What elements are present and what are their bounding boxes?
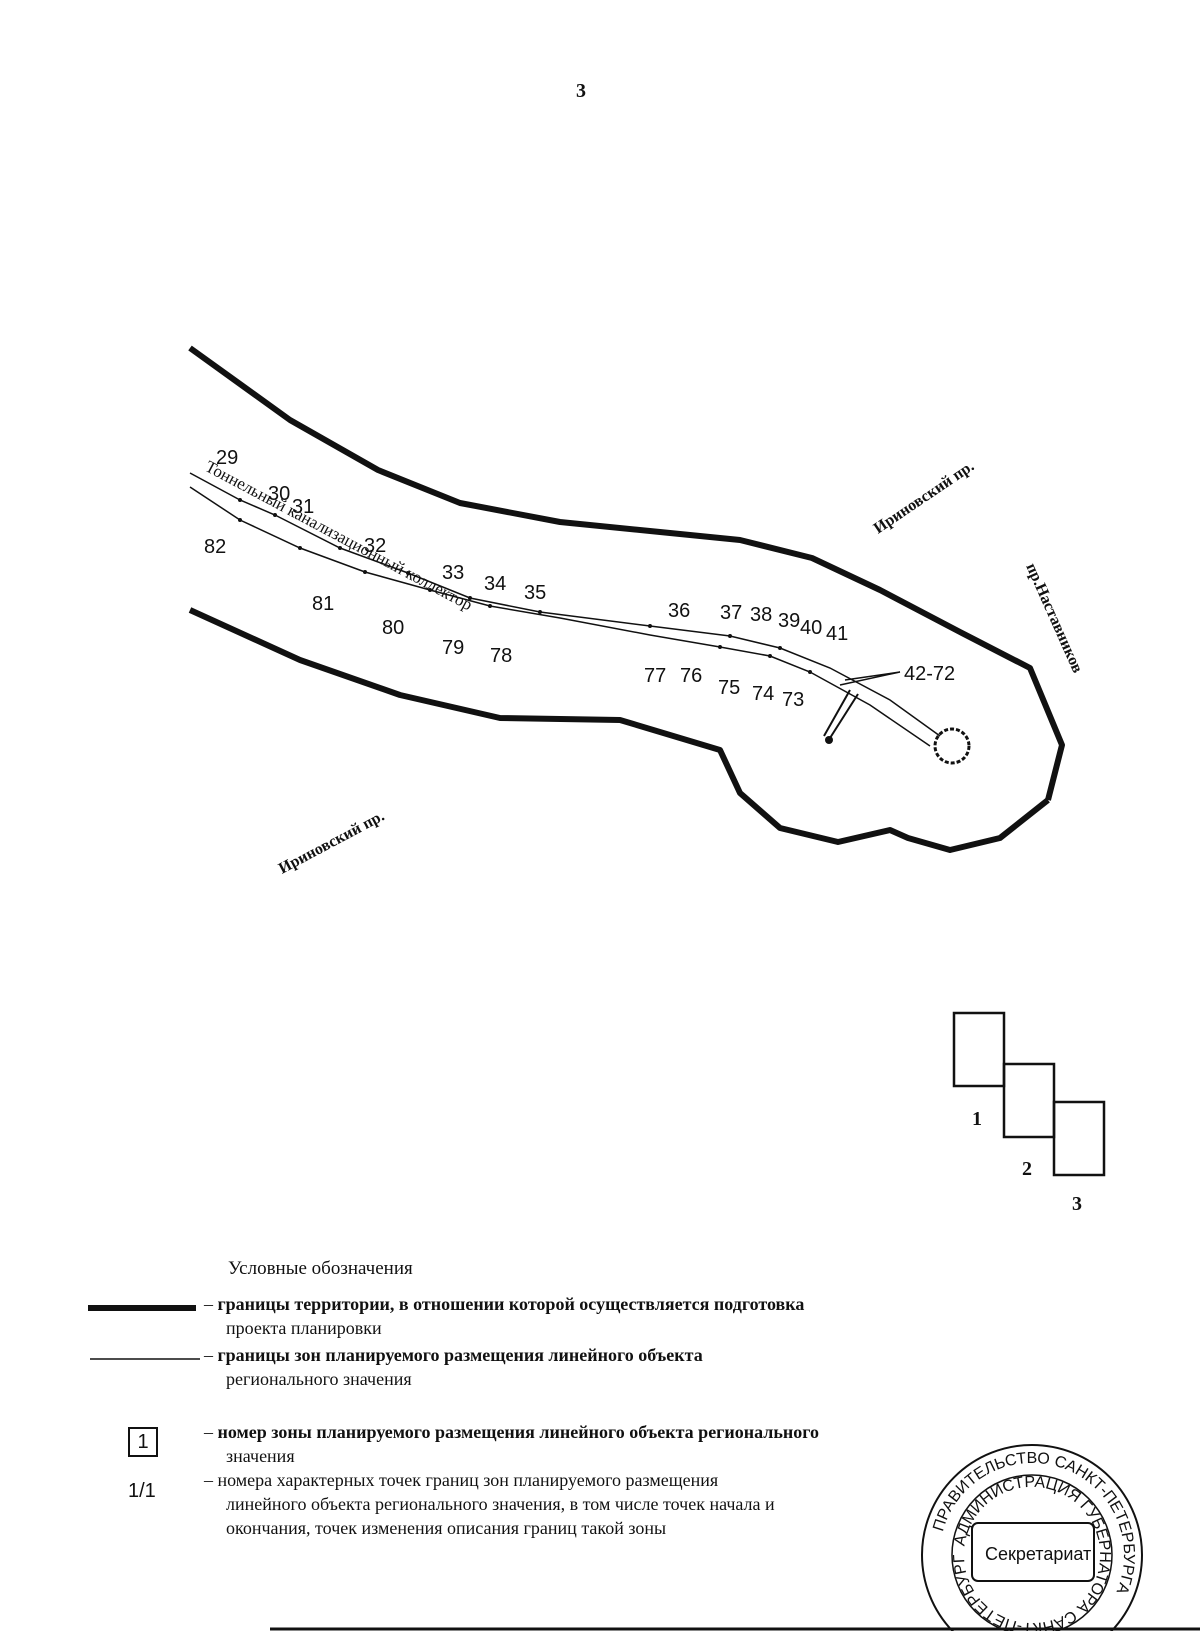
point-74: 74 (752, 683, 774, 705)
legend-item-text-cont: регионального значения (226, 1369, 412, 1389)
point-33: 33 (442, 562, 464, 584)
legend-item-text: границы территории, в отношении которой … (217, 1294, 805, 1314)
point-32: 32 (364, 535, 386, 557)
point-37: 37 (720, 602, 742, 624)
legend-item-text-cont: проекта планировки (226, 1318, 382, 1338)
terminal-circle (933, 727, 971, 765)
branch-end-point (825, 736, 833, 744)
legend-dash: – (204, 1422, 213, 1442)
point-82: 82 (204, 536, 226, 558)
boundary-vertices (238, 498, 812, 674)
street-irinovsky-bottom: Ириновский пр. (276, 808, 387, 878)
point-76: 76 (680, 665, 702, 687)
point-41: 41 (826, 623, 848, 645)
point-39: 39 (778, 610, 800, 632)
point-36: 36 (668, 600, 690, 622)
collector-label: Тоннельный канализационный коллектор (202, 457, 476, 614)
point-81: 81 (312, 593, 334, 615)
street-irinovsky-top: Ириновский пр. (871, 458, 978, 538)
point-31: 31 (292, 496, 314, 518)
page-number: 3 (576, 80, 586, 102)
sheet-index: 1 2 3 (952, 1011, 1106, 1215)
legend-item-text-cont2: окончания, точек изменения описания гран… (226, 1518, 667, 1538)
seal-center-text: Секретариат (985, 1544, 1091, 1564)
point-29: 29 (216, 447, 238, 469)
leader-42-72 (839, 671, 901, 686)
territory-boundary-lower (188, 607, 1050, 853)
point-38: 38 (750, 604, 772, 626)
zone-branch (823, 689, 859, 739)
legend-item-text: номера характерных точек границ зон план… (217, 1470, 719, 1490)
sheet-index-1: 1 (972, 1108, 982, 1130)
legend-title: Условные обозначения (228, 1258, 413, 1279)
legend-item-text-cont: линейного объекта регионального значения… (226, 1494, 775, 1514)
legend-zone-number-symbol: 1 (128, 1427, 158, 1457)
territory-boundary-upper (188, 345, 1065, 801)
legend-dash: – (204, 1470, 213, 1490)
point-78: 78 (490, 645, 512, 667)
point-34: 34 (484, 573, 506, 595)
street-nastavnikov: пр.Наставников (1022, 561, 1086, 676)
legend-dash: – (204, 1294, 213, 1314)
sheet-index-2: 2 (1022, 1158, 1032, 1180)
sheet-index-3: 3 (1072, 1193, 1082, 1215)
legend-item-text: границы зон планируемого размещения лине… (217, 1345, 703, 1365)
point-73: 73 (782, 689, 804, 711)
legend-dash: – (204, 1345, 213, 1365)
point-77: 77 (644, 665, 666, 687)
point-30: 30 (268, 483, 290, 505)
legend-point-number-symbol: 1/1 (128, 1480, 156, 1502)
point-79: 79 (442, 637, 464, 659)
legend-item-text: номер зоны планируемого размещения линей… (217, 1422, 819, 1442)
point-35: 35 (524, 582, 546, 604)
point-42-72: 42-72 (904, 663, 955, 685)
point-75: 75 (718, 677, 740, 699)
point-80: 80 (382, 617, 404, 639)
legend-item-text-cont: значения (226, 1446, 295, 1466)
point-40: 40 (800, 617, 822, 639)
